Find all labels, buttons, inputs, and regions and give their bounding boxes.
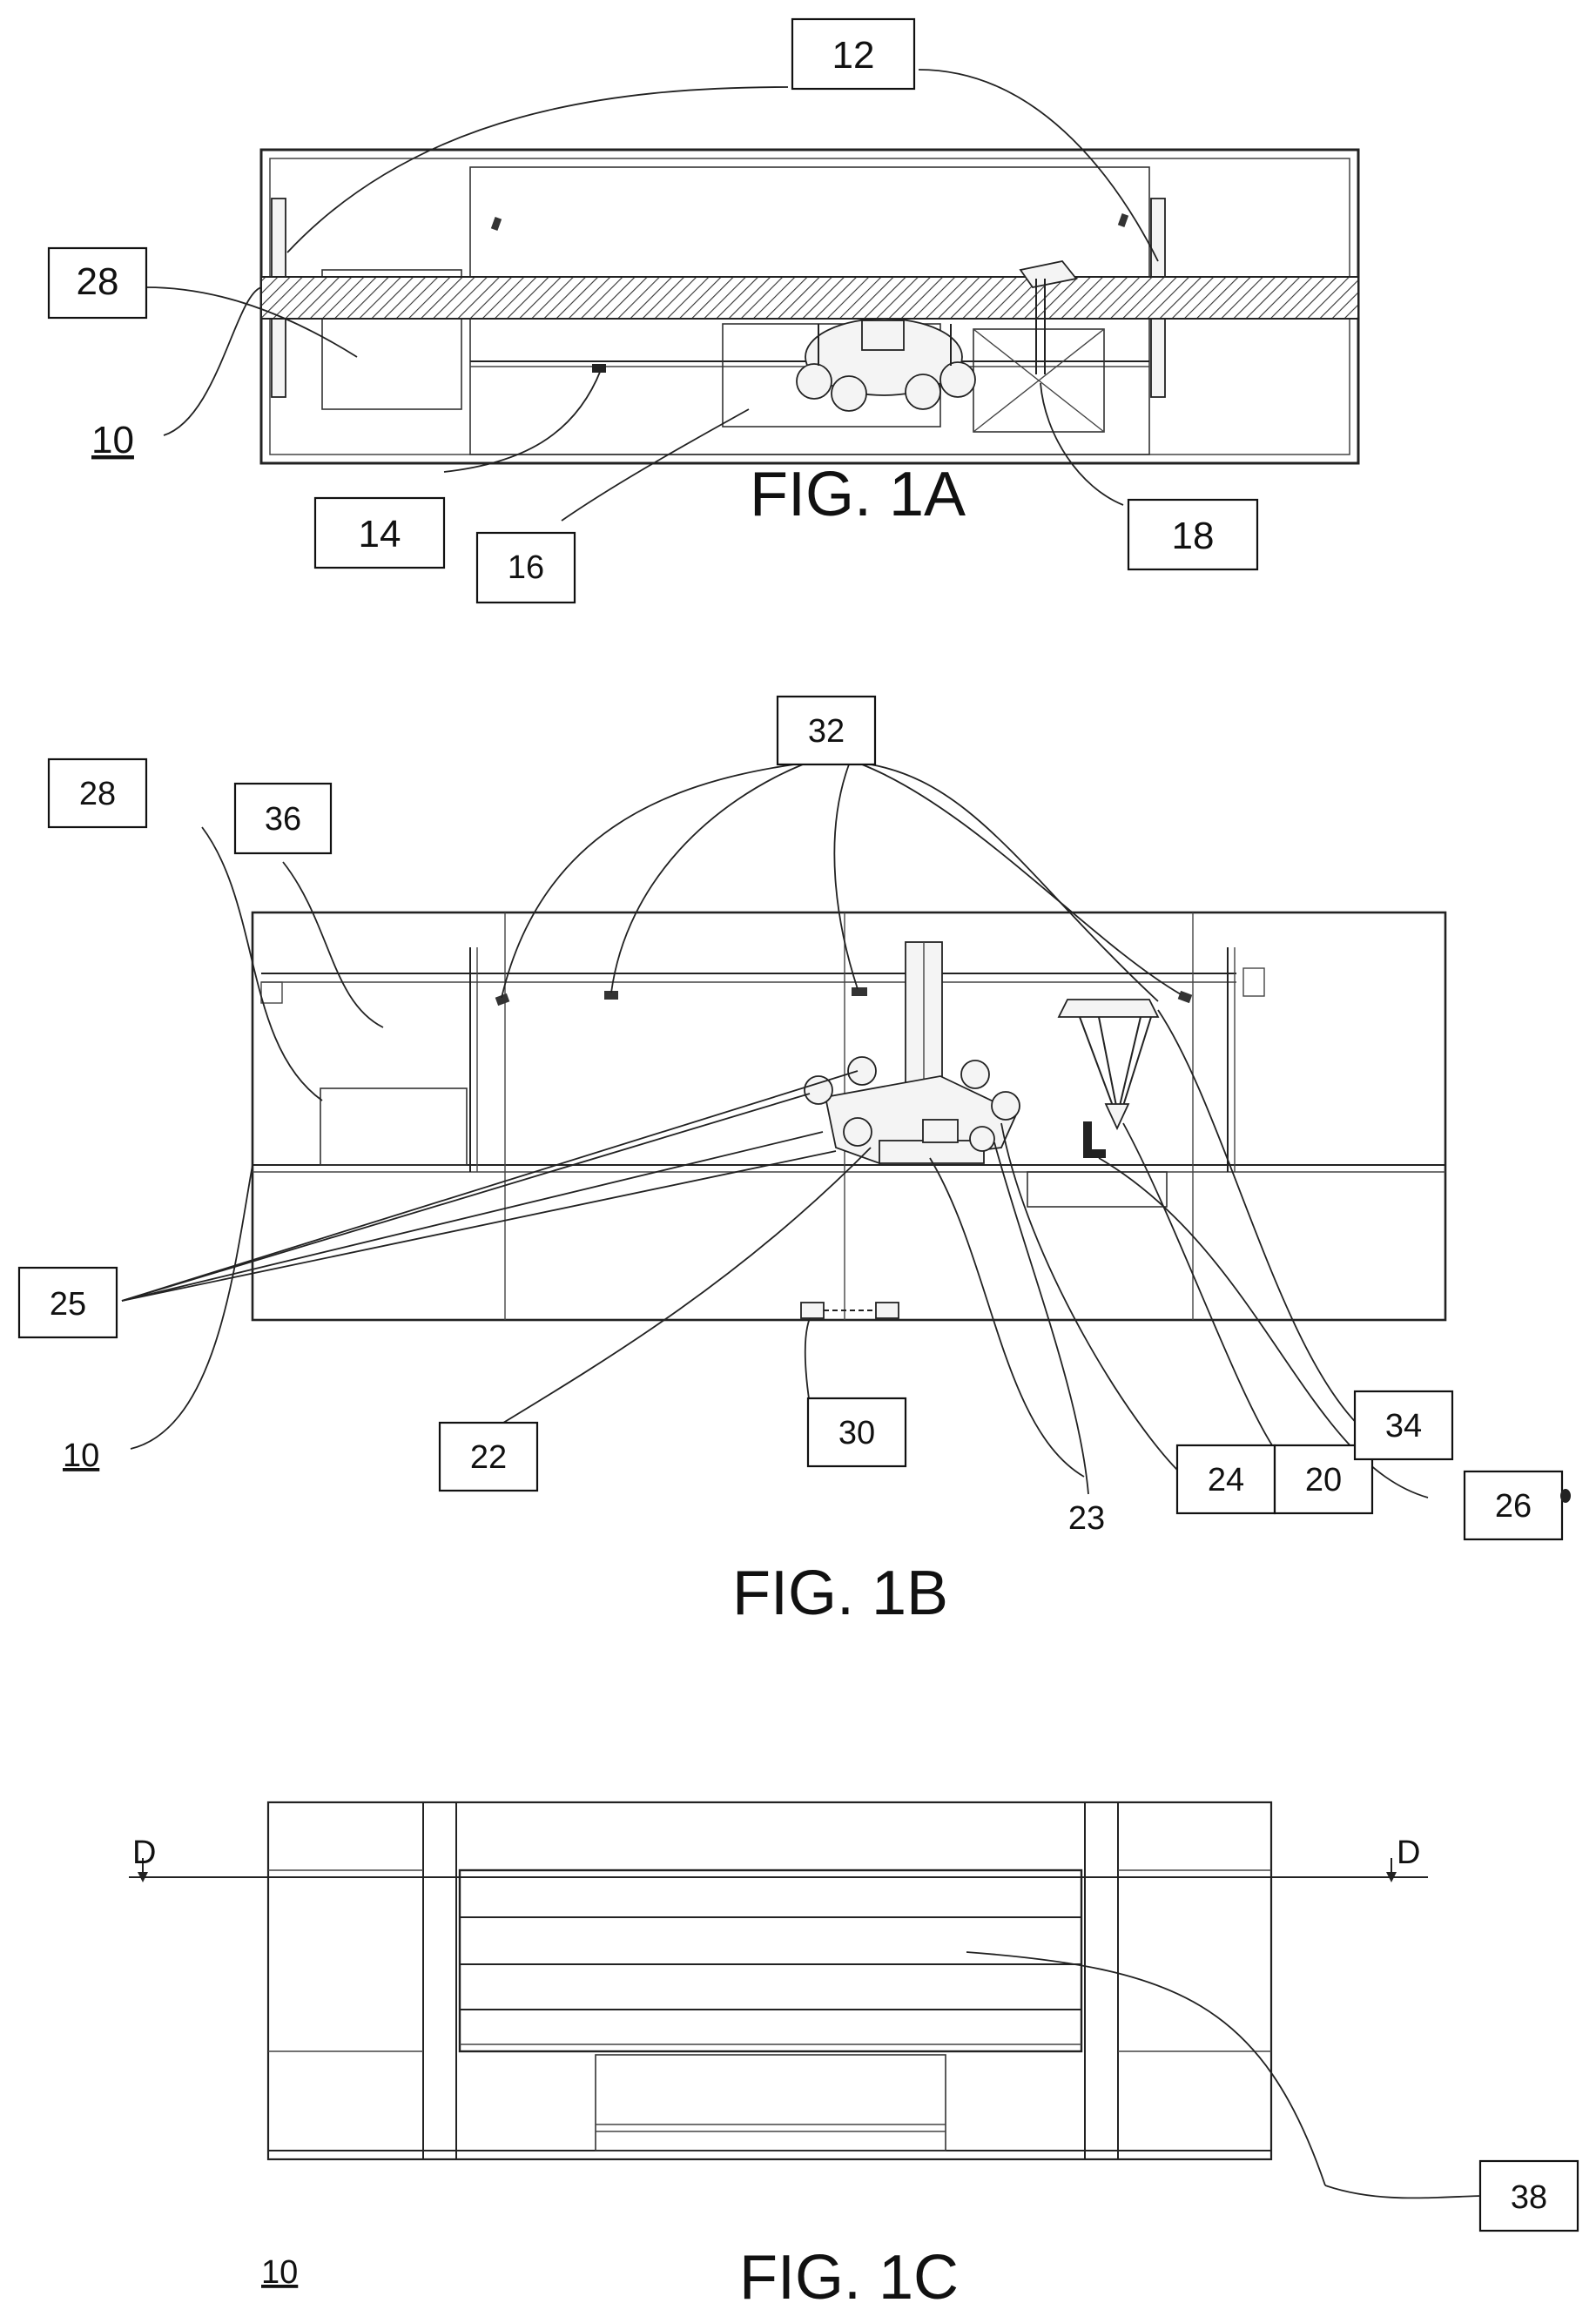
figure-1a: 12 28 14 16 18 10 FIG. 1A bbox=[49, 19, 1358, 603]
callout-34: 34 bbox=[1355, 1391, 1452, 1459]
svg-text:14: 14 bbox=[359, 513, 401, 556]
svg-text:36: 36 bbox=[265, 801, 301, 838]
svg-text:28: 28 bbox=[79, 776, 116, 812]
callout-28: 28 bbox=[49, 759, 146, 827]
fig-1c-caption: FIG. 1C bbox=[739, 2243, 959, 2313]
fig-1c-section-marker-left: D bbox=[132, 1835, 156, 1882]
svg-text:26: 26 bbox=[1495, 1488, 1532, 1525]
fig-1b-caption: FIG. 1B bbox=[732, 1559, 948, 1628]
svg-text:D: D bbox=[1397, 1835, 1420, 1871]
fig-1a-enclosure bbox=[261, 150, 1358, 463]
figure-1b: 32 28 36 25 22 30 24 20 bbox=[19, 697, 1571, 1628]
callout-12: 12 bbox=[792, 19, 914, 89]
svg-text:30: 30 bbox=[838, 1415, 875, 1451]
fig-1c-assembly-label: 10 bbox=[261, 2254, 298, 2291]
svg-text:16: 16 bbox=[508, 549, 544, 586]
svg-text:22: 22 bbox=[470, 1439, 507, 1476]
figure-1c: D D 38 10 FIG. 1C bbox=[129, 1802, 1578, 2313]
fig-1a-crossbeam bbox=[261, 277, 1358, 319]
fig-1b-robot-cell bbox=[801, 942, 1158, 1318]
svg-text:28: 28 bbox=[77, 260, 119, 303]
svg-text:38: 38 bbox=[1511, 2179, 1547, 2216]
callout-24: 24 bbox=[1177, 1445, 1275, 1513]
svg-text:34: 34 bbox=[1385, 1408, 1422, 1444]
fig-1c-section-marker-right: D bbox=[1386, 1835, 1420, 1882]
svg-text:12: 12 bbox=[832, 34, 875, 77]
label-23: 23 bbox=[1068, 1500, 1105, 1537]
fig-1c-elevation bbox=[129, 1802, 1428, 2159]
svg-text:18: 18 bbox=[1172, 515, 1215, 557]
fig-1a-assembly-label: 10 bbox=[91, 419, 134, 461]
svg-text:20: 20 bbox=[1305, 1462, 1342, 1498]
callout-25: 25 bbox=[19, 1268, 117, 1337]
callout-30: 30 bbox=[808, 1398, 906, 1466]
callout-18: 18 bbox=[1128, 500, 1257, 569]
fig-1b-assembly-label: 10 bbox=[63, 1438, 99, 1474]
fig-1a-caption: FIG. 1A bbox=[750, 460, 966, 529]
svg-text:24: 24 bbox=[1208, 1462, 1244, 1498]
callout-28: 28 bbox=[49, 248, 146, 318]
svg-text:25: 25 bbox=[50, 1286, 86, 1323]
svg-text:32: 32 bbox=[808, 713, 845, 750]
callout-38: 38 bbox=[1480, 2161, 1578, 2231]
callout-16: 16 bbox=[477, 533, 575, 603]
callout-22: 22 bbox=[440, 1423, 537, 1491]
callout-14: 14 bbox=[315, 498, 444, 568]
callout-26: 26 bbox=[1465, 1471, 1571, 1539]
svg-text:D: D bbox=[132, 1835, 156, 1871]
callout-32: 32 bbox=[778, 697, 875, 764]
callout-36: 36 bbox=[235, 784, 331, 853]
